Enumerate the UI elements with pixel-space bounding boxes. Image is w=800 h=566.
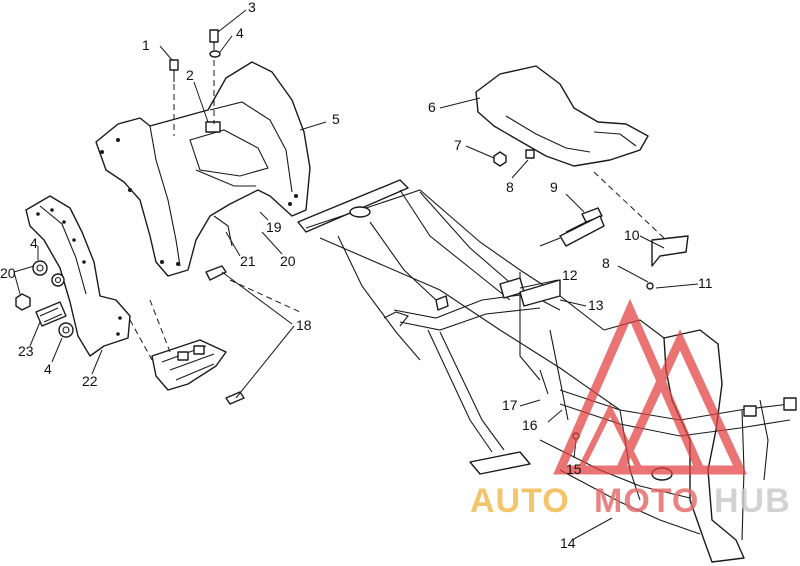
watermark-word-hub: HUB bbox=[714, 482, 791, 520]
callout-8-bracket: 8 bbox=[602, 255, 610, 271]
callout-4-top: 4 bbox=[236, 25, 244, 41]
callout-1: 1 bbox=[142, 37, 150, 53]
callout-11: 11 bbox=[698, 275, 713, 291]
callout-14: 14 bbox=[560, 535, 576, 551]
flap-fasteners bbox=[15, 260, 74, 338]
callout-22: 22 bbox=[82, 373, 98, 389]
main-frame bbox=[297, 179, 797, 563]
side-mud-flap bbox=[25, 195, 131, 357]
callout-23: 23 bbox=[18, 343, 34, 359]
callout-17: 17 bbox=[502, 397, 518, 413]
seat-hardware bbox=[493, 149, 689, 290]
callout-16: 16 bbox=[522, 417, 538, 433]
rear-fender bbox=[95, 61, 311, 277]
callout-8-seat: 8 bbox=[506, 179, 514, 195]
callout-13: 13 bbox=[588, 297, 604, 313]
watermark-word-auto: AUTO bbox=[470, 482, 570, 520]
watermark-text: AUTO MOTO HUB bbox=[470, 482, 791, 520]
callout-9: 9 bbox=[550, 179, 558, 195]
callout-3: 3 bbox=[248, 0, 256, 15]
fender-bolts bbox=[169, 29, 221, 136]
callout-4-bottom: 4 bbox=[44, 361, 52, 377]
callout-7: 7 bbox=[454, 137, 462, 153]
watermark-triangle-small bbox=[575, 403, 645, 473]
callout-21: 21 bbox=[240, 253, 256, 269]
callout-20-fender: 20 bbox=[280, 253, 296, 269]
callout-10: 10 bbox=[624, 227, 640, 243]
watermark-word-moto: MOTO bbox=[594, 482, 699, 520]
callout-2: 2 bbox=[186, 67, 194, 83]
callout-18: 18 bbox=[296, 317, 312, 333]
callout-20-left: 20 bbox=[0, 265, 16, 281]
rear-skid-plate bbox=[129, 265, 301, 405]
watermark-triangle-inner bbox=[612, 329, 748, 475]
seat bbox=[475, 65, 649, 167]
callout-12: 12 bbox=[562, 267, 578, 283]
callout-15: 15 bbox=[566, 461, 582, 477]
callout-labels: 1 2 3 4 5 6 7 8 9 10 11 12 13 14 15 16 1… bbox=[0, 0, 713, 551]
callout-5: 5 bbox=[332, 111, 340, 127]
callout-4-left: 4 bbox=[30, 235, 38, 251]
callout-leaders bbox=[13, 9, 699, 541]
watermark-logo bbox=[553, 298, 748, 475]
callout-19: 19 bbox=[266, 219, 282, 235]
callout-6: 6 bbox=[428, 99, 436, 115]
